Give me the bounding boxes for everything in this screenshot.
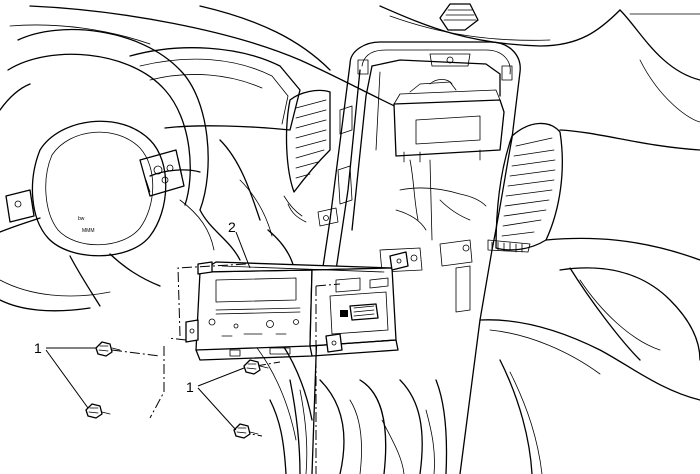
instrument-cluster bbox=[129, 47, 301, 131]
left-air-vent bbox=[283, 89, 331, 223]
fastener-lower-right bbox=[233, 423, 259, 439]
badge-line2: MMM bbox=[82, 228, 95, 234]
fastener-upper-right bbox=[243, 359, 269, 375]
badge-line1: bw bbox=[78, 216, 85, 222]
fastener-lower-left bbox=[85, 403, 111, 419]
fastener-upper-left bbox=[95, 341, 121, 357]
steering-wheel: bw MMM bbox=[0, 28, 209, 312]
radio-module bbox=[185, 251, 409, 361]
install-path-lines bbox=[111, 263, 341, 474]
leader-lines bbox=[45, 231, 251, 431]
callout-radio-module: 2 bbox=[228, 219, 236, 235]
defrost-vent bbox=[439, 3, 479, 31]
passenger-dash bbox=[479, 129, 700, 474]
callout-fastener-right: 1 bbox=[186, 379, 194, 395]
dashboard-top bbox=[9, 5, 700, 123]
center-stack bbox=[311, 41, 521, 474]
lower-console bbox=[269, 379, 448, 474]
callout-fastener-left: 1 bbox=[34, 340, 42, 356]
